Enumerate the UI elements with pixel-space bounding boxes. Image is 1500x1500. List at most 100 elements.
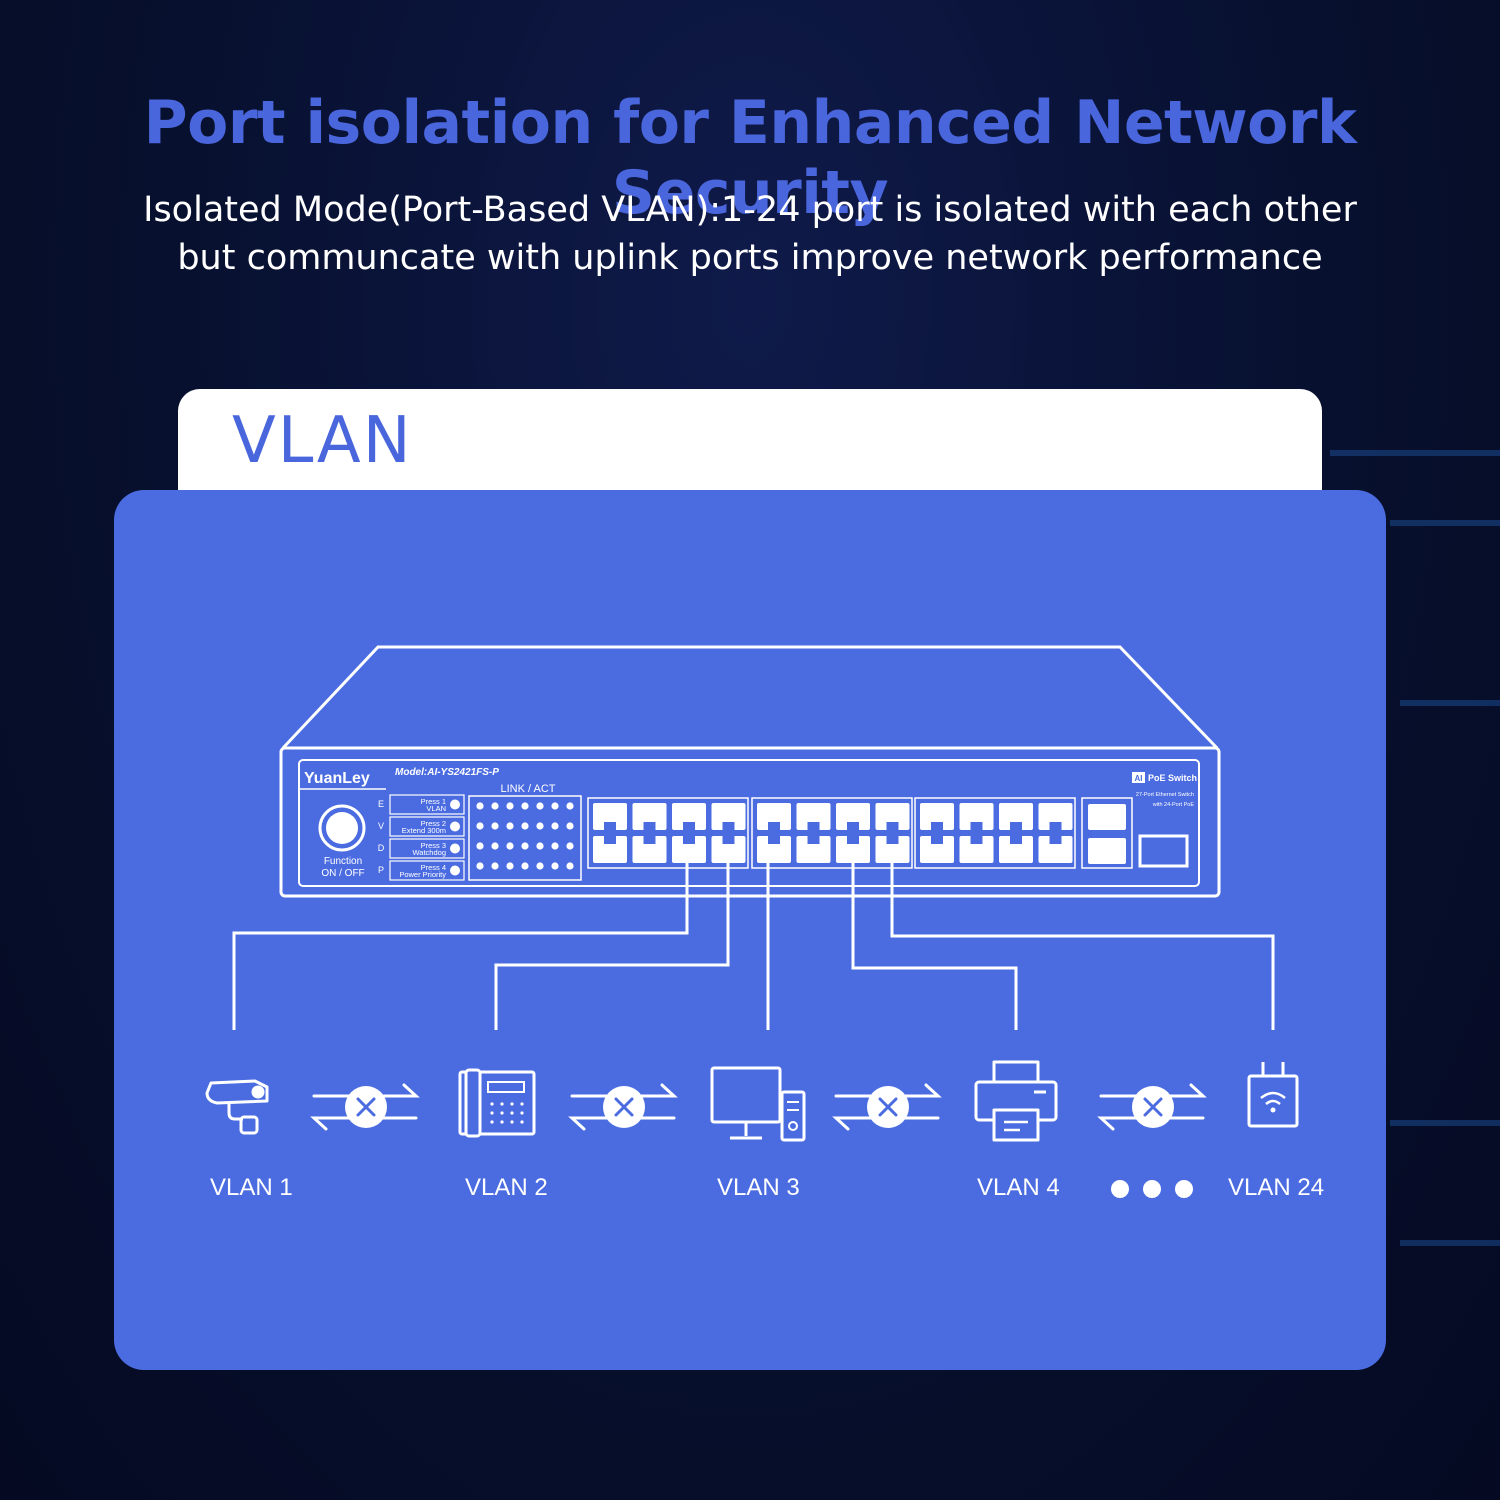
led-indicator [506,842,514,850]
port-notch [807,836,820,844]
switch-front-outline [279,746,1221,898]
port-notch [931,822,943,830]
vlan-label-24: VLAN 24 [1228,1174,1325,1201]
mode-led-icon [450,865,460,876]
port-notch [807,822,820,830]
background-streak [1400,1240,1500,1246]
port-notch [1010,836,1022,844]
ethernet-port [672,803,706,830]
port-notch [768,822,780,830]
mode-line-1: Press 4 [421,863,446,872]
ethernet-port [999,836,1033,863]
port-notch [643,822,656,830]
network-switch [279,645,1221,898]
port-block [751,797,913,869]
background-streak [1330,450,1500,456]
ethernet-port [711,803,746,830]
led-indicator [521,802,529,810]
more-vlans-ellipsis-icon [1111,1180,1193,1198]
subtitle-line-2: but communcate with uplink ports improve… [177,238,1323,278]
led-indicator [536,842,544,850]
switch-top-outline [281,645,1219,750]
page-subtitle: Isolated Mode(Port-Based VLAN):1-24 port… [0,186,1500,282]
led-indicator [521,842,529,850]
connection-line-vlan-24 [890,852,1275,1030]
led-indicator [491,862,499,870]
led-indicator [536,802,544,810]
mode-line-1: Press 1 [421,797,446,806]
port-notch [931,836,943,844]
port-block [587,797,749,869]
ethernet-port [632,836,667,863]
led-indicator [551,862,559,870]
ethernet-port [632,803,667,830]
connection-line-vlan-1 [232,852,689,1030]
port-notch [1049,836,1062,844]
vlan-label-2: VLAN 2 [465,1174,548,1201]
background-streak [1390,520,1500,526]
switch-description-2: with 24-Port PoE [1152,802,1195,808]
port-notch [847,836,859,844]
mode-line-2: Watchdog [413,848,447,857]
port-notch [604,836,616,844]
port-connection-dot [724,848,732,856]
led-indicator [491,842,499,850]
ethernet-port [875,803,910,830]
ethernet-port [593,836,627,863]
function-button-icon[interactable] [318,804,366,852]
ethernet-port [1038,803,1073,830]
port-notch [683,822,695,830]
on-off-label: ON / OFF [321,868,364,879]
led-indicator [551,822,559,830]
connection-line-vlan-2 [494,852,730,1030]
port-notch [643,836,656,844]
ethernet-ports [587,797,1076,869]
vlan-label-3: VLAN 3 [717,1174,800,1201]
vlan-diagram-panel [114,490,1386,1370]
port-notch [886,836,899,844]
led-indicator [566,802,574,810]
function-button-core [326,812,358,844]
mode-line-1: Press 2 [421,819,446,828]
mode-letter: D [378,843,385,853]
uplink-port-1 [1088,804,1126,830]
port-notch [970,822,983,830]
mode-letter: P [378,865,384,875]
mode-line-2: Power Priority [399,870,446,879]
led-indicator [491,822,499,830]
led-indicator [566,842,574,850]
sfp-slot [1138,834,1189,868]
mode-letter: V [378,821,384,831]
mode-line-2: VLAN [426,804,446,813]
ethernet-port [757,836,791,863]
connection-line-vlan-4 [851,852,1018,1030]
model-number: Model:AI-YS2421FS-P [395,767,499,778]
poe-switch-label: PoE Switch [1148,773,1197,783]
vlan-label-1: VLAN 1 [210,1174,293,1201]
port-notch [722,836,735,844]
mode-line-1: Press 3 [421,841,446,850]
switch-description-1: 27-Port Ethernet Switch [1136,792,1194,798]
function-label: Function [324,856,362,867]
background-streak [1390,1120,1500,1126]
led-indicator [536,862,544,870]
ai-badge: AI [1135,774,1143,783]
desktop-computer-icon [710,1066,806,1142]
link-act-label: LINK / ACT [500,783,555,795]
ethernet-port [796,836,831,863]
mode-led-icon [450,843,460,854]
led-indicator [551,802,559,810]
mode-box [389,860,465,881]
port-notch [768,836,780,844]
port-notch [886,822,899,830]
ethernet-port [593,803,627,830]
uplink-port-frame [1081,797,1133,869]
ethernet-port [959,836,994,863]
ethernet-port [836,803,870,830]
desk-phone-icon [458,1068,536,1138]
printer-icon [974,1060,1058,1142]
subtitle-line-1: Isolated Mode(Port-Based VLAN):1-24 port… [143,190,1357,230]
led-indicator [506,862,514,870]
ethernet-port [959,803,994,830]
